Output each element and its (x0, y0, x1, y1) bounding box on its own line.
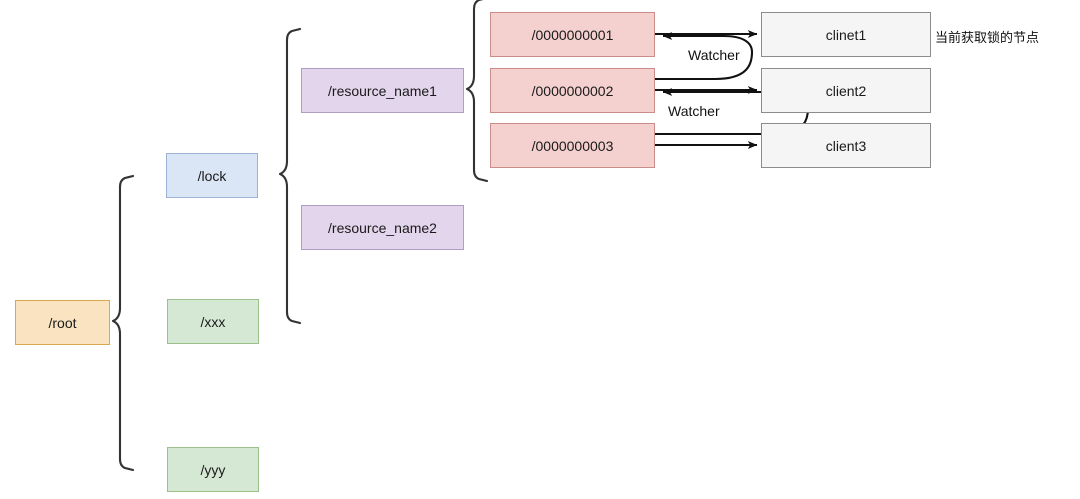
node-resource-name2-label: /resource_name2 (328, 219, 437, 236)
watcher-2-text: Watcher (668, 103, 720, 119)
node-client2-label: client2 (825, 82, 867, 99)
node-sequence-0000000001-label: /0000000001 (531, 26, 614, 43)
node-xxx[interactable]: /xxx (167, 299, 259, 344)
node-resource-name1[interactable]: /resource_name1 (301, 68, 464, 113)
annotation-current-lock-holder-text: 当前获取锁的节点 (935, 31, 1040, 46)
node-client3-label: client3 (825, 137, 867, 154)
node-yyy[interactable]: /yyy (167, 447, 259, 492)
node-sequence-0000000002[interactable]: /0000000002 (490, 68, 655, 113)
node-sequence-0000000003-label: /0000000003 (531, 137, 614, 154)
brace-root-children (111, 174, 135, 472)
node-sequence-0000000002-label: /0000000002 (531, 82, 614, 99)
node-client1-label: clinet1 (825, 26, 867, 43)
annotation-current-lock-holder: 当前获取锁的节点 (935, 27, 1039, 46)
node-resource-name2[interactable]: /resource_name2 (301, 205, 464, 250)
node-root[interactable]: /root (15, 300, 110, 345)
arrow-watcher-seq2-to-seq1 (655, 32, 754, 81)
node-yyy-label: /yyy (200, 461, 226, 478)
node-client3[interactable]: client3 (761, 123, 931, 168)
brace-lock-children (278, 27, 302, 325)
node-sequence-0000000003[interactable]: /0000000003 (490, 123, 655, 168)
node-lock[interactable]: /lock (166, 153, 258, 198)
brace-resource1-children (465, 0, 489, 183)
node-sequence-0000000001[interactable]: /0000000001 (490, 12, 655, 57)
node-resource-name1-label: /resource_name1 (328, 82, 437, 99)
watcher-1-text: Watcher (688, 47, 740, 63)
node-root-label: /root (48, 314, 77, 331)
node-xxx-label: /xxx (200, 313, 226, 330)
edge-label-watcher-1: Watcher (688, 48, 740, 62)
node-client2[interactable]: client2 (761, 68, 931, 113)
node-lock-label: /lock (197, 167, 227, 184)
edge-label-watcher-2: Watcher (668, 104, 720, 118)
node-client1[interactable]: clinet1 (761, 12, 931, 57)
